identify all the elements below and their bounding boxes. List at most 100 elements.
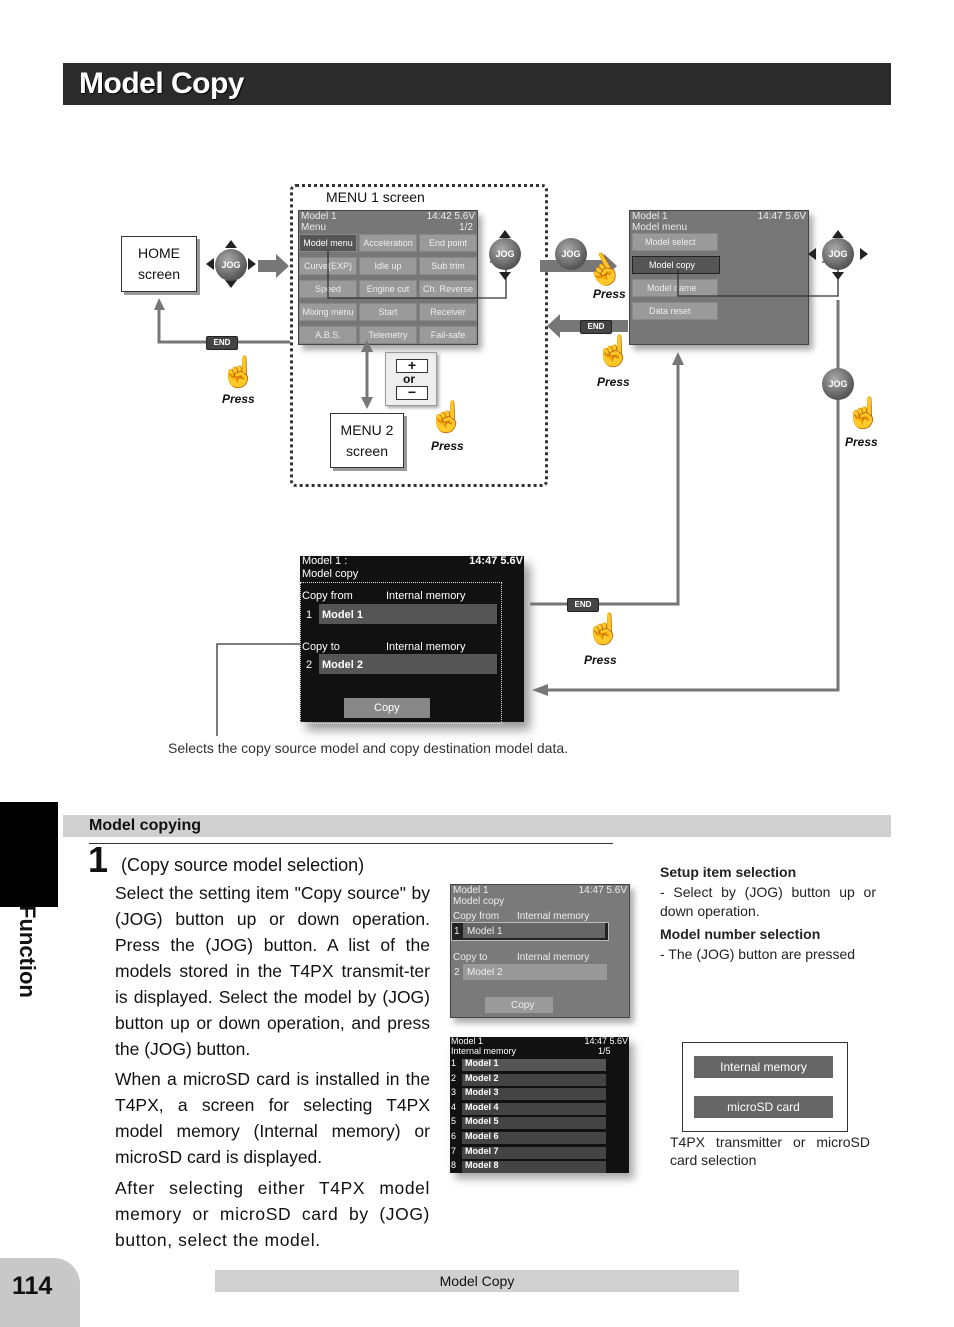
copy-from-label: Copy from	[302, 590, 353, 602]
model-list-number: 7	[451, 1145, 457, 1156]
menu2-screen-box: MENU 2 screen	[330, 413, 404, 468]
memory-select-box: Internal memory microSD card	[682, 1042, 848, 1132]
from-model-field[interactable]	[319, 604, 497, 624]
copy-button-bg[interactable]	[344, 698, 430, 718]
press-label: Press	[845, 435, 878, 449]
model-list-item[interactable]: Model 1	[465, 1058, 499, 1068]
jog-button-model-menu[interactable]: JOG	[822, 238, 854, 270]
copy-to-source[interactable]: Internal memory	[517, 952, 590, 963]
hand-pointer-icon: ☝	[845, 397, 883, 430]
menu-cell[interactable]: Fail-safe	[419, 326, 477, 344]
heading-rule	[89, 843, 613, 844]
memory-caption: T4PX transmitter or microSD card selecti…	[670, 1134, 870, 1168]
menu-cell[interactable]: Start	[359, 303, 417, 321]
model-list-item[interactable]: Model 6	[465, 1131, 499, 1141]
from-number: 1	[454, 926, 460, 937]
microsd-card-option[interactable]: microSD card	[694, 1096, 833, 1118]
copy-from-source[interactable]: Internal memory	[386, 590, 466, 602]
copy-from-source[interactable]: Internal memory	[517, 911, 590, 922]
hand-pointer-icon: ☝	[595, 335, 633, 368]
to-model-field[interactable]	[463, 964, 607, 980]
status-row: Model 1 14:47 5.6V	[451, 885, 629, 896]
hand-pointer-icon: ☝	[585, 613, 623, 646]
model-list-row[interactable]	[462, 1059, 606, 1071]
model-list-row[interactable]	[462, 1073, 606, 1086]
model-list-number: 2	[451, 1072, 457, 1083]
menu-cell[interactable]: Idle up	[359, 257, 417, 275]
model-menu-status: Model 1 14:47 5.6V	[630, 211, 808, 222]
model-menu-item[interactable]: Model select	[632, 233, 718, 251]
end-button-home[interactable]: END	[206, 336, 238, 350]
from-model[interactable]: Model 1	[467, 926, 503, 937]
model-list-item[interactable]: Model 7	[465, 1145, 499, 1156]
side-tab-block	[0, 802, 58, 907]
model-list-number: 1	[451, 1058, 457, 1068]
end-button-copy[interactable]: END	[567, 598, 599, 612]
menu-cell[interactable]: Acceleration	[359, 234, 417, 252]
minus-button[interactable]: −	[396, 385, 428, 400]
menu-cell[interactable]: Mixing menu	[299, 303, 357, 321]
model-menu-item-selected[interactable]: Model copy	[632, 256, 720, 274]
menu-cell[interactable]: Receiver	[419, 303, 477, 321]
from-number: 1	[306, 609, 313, 621]
menu2-label-screen: screen	[345, 443, 389, 459]
jog-button-copy[interactable]: JOG	[822, 368, 854, 400]
model-list-item[interactable]: Model 5	[465, 1116, 499, 1127]
model-list-number: 6	[451, 1131, 457, 1141]
press-label: Press	[593, 287, 626, 301]
menu-cell[interactable]: End point	[419, 234, 477, 252]
model-list-item[interactable]: Model 8	[465, 1160, 499, 1171]
menu-cell[interactable]: Telemetry	[359, 326, 417, 344]
model-list-row[interactable]	[462, 1102, 606, 1115]
menu1-frame	[290, 184, 548, 487]
copy-from-label: Copy from	[453, 911, 500, 922]
page-number: 114	[12, 1272, 53, 1300]
to-model-field[interactable]	[319, 654, 497, 674]
to-model[interactable]: Model 2	[322, 659, 363, 671]
model-list-row[interactable]	[462, 1161, 606, 1173]
note-text-1: - Select by (JOG) button up or down oper…	[660, 884, 876, 919]
model-menu-item[interactable]: Model name	[632, 279, 718, 297]
model-list-item[interactable]: Model 2	[465, 1072, 499, 1083]
internal-memory-option[interactable]: Internal memory	[694, 1056, 833, 1078]
status-right: 14:42 5.6V	[426, 211, 475, 222]
status-right: 14:47 5.6V	[584, 1037, 628, 1046]
menu-cell[interactable]: A.B.S.	[299, 326, 357, 344]
from-model[interactable]: Model 1	[322, 609, 363, 621]
or-label: or	[403, 372, 415, 386]
model-list-row[interactable]	[462, 1132, 606, 1144]
end-button-model-menu[interactable]: END	[580, 320, 612, 334]
model-list-item[interactable]: Model 3	[465, 1087, 499, 1098]
model-list-lcd-screen: Model 1 14:47 5.6V Internal memory 1/5 1…	[450, 1037, 629, 1173]
copy-button-bg[interactable]	[485, 997, 553, 1013]
copy-screen-dotted-outline	[300, 582, 502, 724]
model-list-number: 4	[451, 1101, 457, 1112]
model-list-row[interactable]	[462, 1146, 606, 1159]
model-list-item[interactable]: Model 4	[465, 1101, 499, 1112]
hand-pointer-icon: ☝	[220, 356, 258, 389]
step-para-3: After selecting either T4PX model memory…	[115, 1178, 430, 1250]
menu1-title-row: Menu 1/2	[299, 222, 477, 233]
jog-button-home[interactable]: JOG	[215, 249, 247, 281]
copy-button[interactable]: Copy	[374, 702, 400, 714]
to-model[interactable]: Model 2	[467, 967, 503, 978]
jog-button-press[interactable]: JOG	[555, 238, 587, 270]
note-heading-1: Setup item selection	[660, 864, 797, 880]
copy-button[interactable]: Copy	[511, 1000, 535, 1011]
plus-button[interactable]: +	[396, 358, 428, 373]
status-right: 14:47 5.6V	[469, 556, 523, 567]
model-list-row[interactable]	[462, 1117, 606, 1130]
copy-to-source[interactable]: Internal memory	[386, 641, 466, 653]
menu1-lcd-screen: Model 1 14:42 5.6V Menu 1/2 Model menu A…	[298, 210, 478, 345]
status-left: Model 1 :	[302, 556, 348, 567]
status-left: Model 1	[632, 211, 668, 222]
side-tab-label: Function	[0, 905, 58, 1025]
model-menu-item[interactable]: Data reset	[632, 302, 718, 320]
menu-cell[interactable]: Sub trim	[419, 257, 477, 275]
model-list-row[interactable]	[462, 1088, 606, 1101]
model-list-number: 3	[451, 1087, 457, 1098]
jog-button-menu1[interactable]: JOG	[489, 238, 521, 270]
press-label: Press	[584, 653, 617, 667]
from-model-field[interactable]	[463, 923, 605, 938]
status-left: Model 1	[453, 885, 489, 896]
